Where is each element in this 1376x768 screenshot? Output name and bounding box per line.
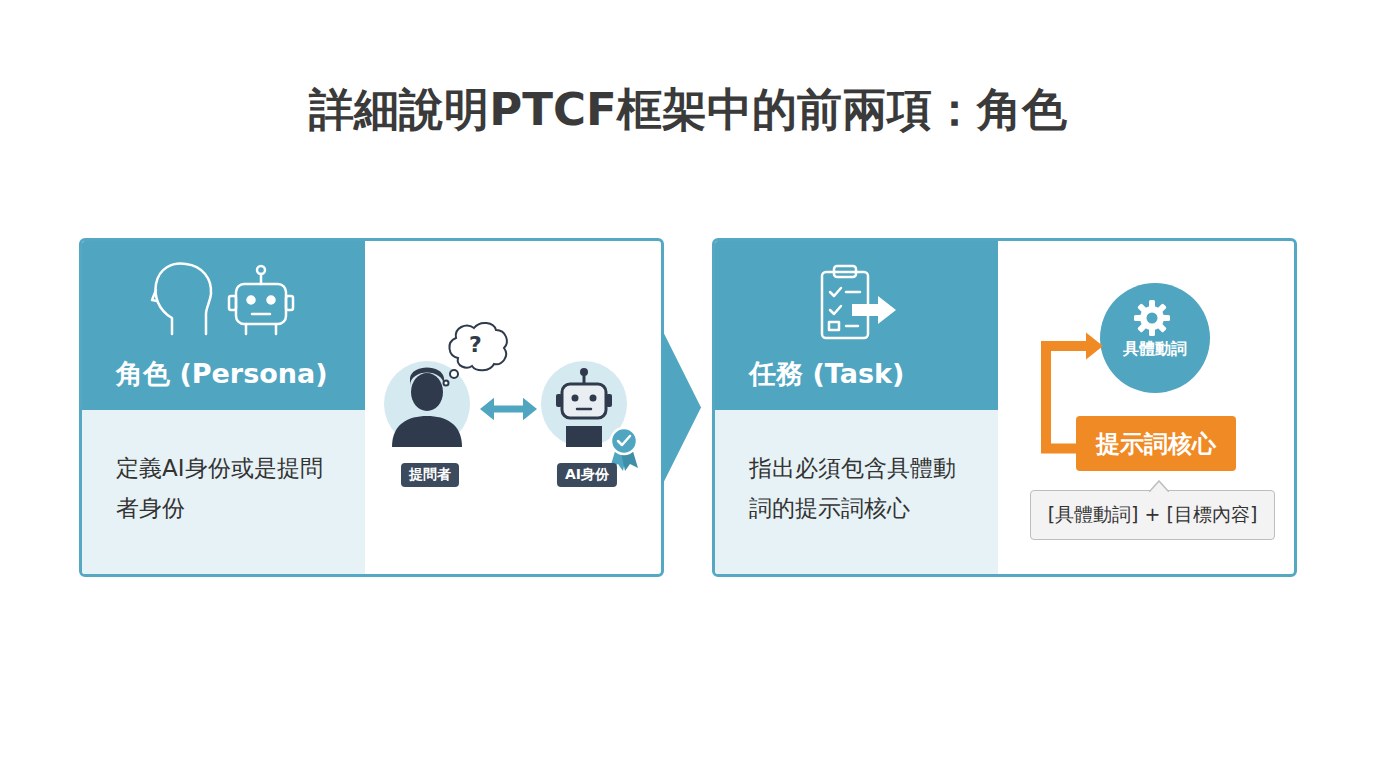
head-icon (152, 264, 211, 334)
identity-tag: AI身份 (557, 463, 617, 487)
elbow-arrow-line (1046, 346, 1088, 449)
card-body-panel (82, 410, 365, 577)
arrow-head (480, 398, 494, 420)
connector (662, 330, 701, 486)
formula-box: [具體動詞] + [目標內容] (1030, 490, 1275, 540)
circle-label: 具體動詞 (1123, 339, 1187, 360)
card-description: 指出必須包含具體動詞的提示詞核心 (749, 448, 967, 528)
connector (1046, 332, 1103, 448)
clipboard-arrow (852, 296, 896, 324)
gear-icon (1134, 300, 1170, 336)
robot-figure (541, 361, 627, 447)
section-card: 任務 (Task) 指出必須包含具體動詞的提示詞核心 具體動詞提示詞核心 [具體動詞]… (712, 238, 1297, 577)
arrow-head (1086, 332, 1103, 359)
clipboard-icon (822, 266, 868, 338)
card-heading: 任務 (Task) (749, 356, 989, 392)
card-description: 定義AI身份或是提問者身份 (116, 448, 334, 528)
callout-tail (1149, 480, 1169, 492)
arrow-head (523, 398, 537, 420)
core-label: 提示詞核心 (1096, 428, 1216, 460)
card-body-panel (715, 410, 998, 577)
diagram-title: 詳細說明PTCF框架中的前兩項：角色 (0, 80, 1376, 140)
section-card: 角色 (Persona) 定義AI身份或是提問者身份 提問者 AI身份 (79, 238, 664, 577)
avatar-node: AI身份 (543, 363, 631, 487)
core-box: 提示詞核心 (1076, 416, 1236, 471)
identity-tag: 提問者 (401, 463, 459, 487)
formula-label: [具體動詞] + [目標內容] (1048, 502, 1258, 528)
robot-icon (229, 266, 293, 334)
connector (480, 398, 537, 420)
thought-bubble (444, 323, 507, 386)
person-figure (384, 361, 470, 447)
bubble-mark: ? (469, 332, 482, 357)
verb-circle: 具體動詞 (1100, 283, 1210, 393)
double-arrow-line (491, 406, 526, 413)
verified-badge (610, 428, 638, 471)
card-heading: 角色 (Persona) (116, 356, 356, 392)
avatar-node: 提問者 (386, 363, 474, 487)
flow-chevron (662, 330, 701, 486)
callout-tail-shape (1149, 481, 1169, 492)
